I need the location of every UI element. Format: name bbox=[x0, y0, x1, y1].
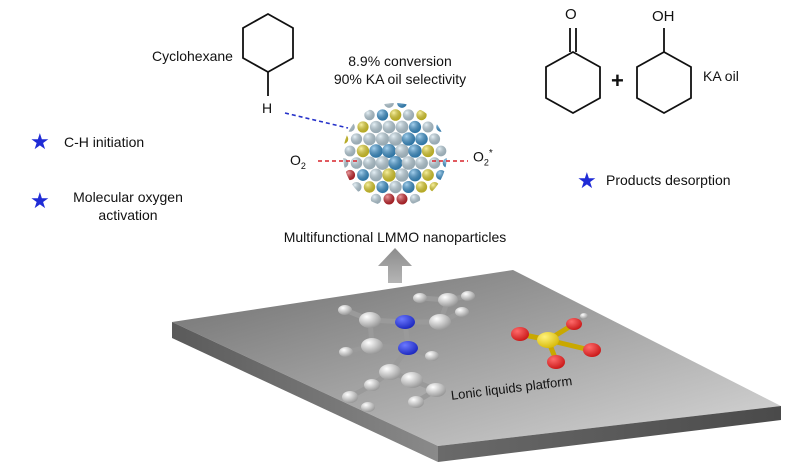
nanoparticle-atom-shading bbox=[401, 132, 416, 146]
nanoparticle-atom-shading bbox=[416, 109, 427, 121]
alcohol-oh-label: OH bbox=[652, 8, 675, 25]
nanoparticle-atom-shading bbox=[409, 193, 421, 205]
nanoparticle-atom-shading bbox=[422, 169, 434, 181]
reaction-metrics: 8.9% conversion 90% KA oil selectivity bbox=[300, 52, 500, 88]
nanoparticle-atom-shading bbox=[382, 168, 396, 182]
nanoparticle-atom-shading bbox=[401, 156, 416, 170]
nanoparticle-atom-shading bbox=[382, 120, 396, 134]
hydrogen-atom-label: H bbox=[262, 100, 273, 116]
feature-oxygen-activation: Molecular oxygen activation bbox=[73, 189, 183, 223]
cyclohexane-label: Cyclohexane bbox=[152, 48, 233, 64]
ketone-oxygen-label: O bbox=[565, 6, 577, 23]
ch-interaction-line bbox=[284, 112, 349, 129]
nanoparticle-atom-shading bbox=[397, 103, 407, 108]
star-icon: ★ bbox=[577, 168, 597, 193]
nanoparticle-atom-shading bbox=[357, 169, 369, 181]
nanoparticle-atom-shading bbox=[344, 169, 356, 181]
nanoparticle-atom-shading bbox=[396, 193, 408, 205]
nanoparticle-atom-shading bbox=[343, 158, 349, 168]
star-icon: ★ bbox=[30, 188, 50, 213]
nanoparticle-atom-shading bbox=[369, 144, 383, 158]
nanoparticle-atom-shading bbox=[402, 180, 415, 194]
nanoparticle-atom-shading bbox=[370, 193, 382, 205]
nanoparticle-atom-shading bbox=[408, 120, 422, 134]
nanoparticle-atom-shading bbox=[408, 168, 422, 182]
nanoparticle-atom-shading bbox=[356, 144, 370, 158]
cyclohexane-structure bbox=[242, 12, 294, 96]
nanoparticle-atom-shading bbox=[376, 180, 389, 194]
nanoparticle-atom-shading bbox=[357, 121, 369, 133]
nanoparticle-atom-shading bbox=[408, 144, 422, 158]
anion-molecule bbox=[511, 313, 601, 369]
oxygen-label: O2 bbox=[290, 152, 306, 171]
nanoparticle-atom-shading bbox=[402, 109, 415, 121]
nanoparticle-atom-shading bbox=[364, 109, 375, 121]
nanoparticle-atom-shading bbox=[350, 133, 363, 145]
nanoparticle-atom-shading bbox=[375, 156, 390, 170]
nanoparticle-atom-shading bbox=[395, 168, 409, 182]
up-arrow-icon bbox=[378, 248, 412, 283]
feature-products-desorption: Products desorption bbox=[606, 172, 731, 188]
nanoparticle-atom-shading bbox=[363, 156, 376, 170]
nanoparticle-atom-shading bbox=[395, 120, 409, 134]
nanoparticle-caption: Multifunctional LMMO nanoparticles bbox=[283, 229, 507, 245]
nanoparticle-atom-shading bbox=[344, 145, 356, 157]
activated-oxygen-symbol: O bbox=[473, 148, 484, 165]
nanoparticle-atom-shading bbox=[435, 145, 447, 157]
nanoparticle-atom-shading bbox=[363, 181, 376, 193]
nanoparticle-atom-shading bbox=[415, 132, 428, 146]
nanoparticle-atom-shading bbox=[428, 133, 441, 145]
nanoparticle-atom-shading bbox=[383, 193, 395, 205]
nanoparticle-atom-shading bbox=[388, 156, 403, 170]
nanoparticle-atom-shading bbox=[415, 156, 428, 170]
cyclohexanol-structure bbox=[636, 28, 692, 115]
nanoparticle-atom-shading bbox=[395, 144, 409, 158]
nanoparticle-atom-shading bbox=[351, 181, 362, 193]
nanoparticle-atom-shading bbox=[422, 121, 434, 133]
nanoparticle-atom-shading bbox=[363, 132, 376, 146]
star-icon: ★ bbox=[30, 129, 50, 154]
nanoparticle-atom-shading bbox=[369, 168, 383, 182]
activated-oxygen-label: O2* bbox=[473, 148, 493, 168]
nanoparticle-atom-shading bbox=[389, 180, 402, 194]
cation-atoms bbox=[338, 291, 475, 412]
nanoparticle-atom-shading bbox=[384, 103, 394, 108]
nanoparticle-atom-shading bbox=[428, 157, 441, 169]
ionic-liquid-platform bbox=[172, 270, 781, 462]
cyclohexanone-structure bbox=[545, 28, 601, 115]
plus-sign: + bbox=[611, 68, 624, 93]
nanoparticle-atom-shading bbox=[350, 157, 363, 169]
nanoparticle-atom-shading bbox=[369, 120, 383, 134]
nanoparticle-atom-shading bbox=[343, 134, 349, 144]
nanoparticle-atom-shading bbox=[442, 158, 447, 168]
lmmo-nanoparticle bbox=[343, 103, 447, 205]
nanoparticle-atom-shading bbox=[382, 144, 396, 158]
nanoparticle-atom-shading bbox=[389, 109, 402, 121]
nanoparticle-atom-shading bbox=[421, 144, 435, 158]
conversion-text: 8.9% conversion bbox=[348, 53, 452, 69]
ka-oil-label: KA oil bbox=[703, 68, 739, 84]
oxygen-symbol: O bbox=[290, 152, 301, 168]
nanoparticle-atom-shading bbox=[436, 122, 446, 132]
feature-ch-initiation: C-H initiation bbox=[64, 134, 145, 150]
selectivity-text: 90% KA oil selectivity bbox=[333, 71, 467, 87]
nanoparticle-atom-shading bbox=[429, 182, 440, 192]
nanoparticle-atom-shading bbox=[388, 132, 403, 146]
nanoparticle-atom-shading bbox=[376, 109, 389, 121]
nanoparticle-atom-shading bbox=[375, 132, 390, 146]
nanoparticle-atom-shading bbox=[435, 169, 447, 181]
nanoparticle-atom-shading bbox=[415, 181, 428, 193]
